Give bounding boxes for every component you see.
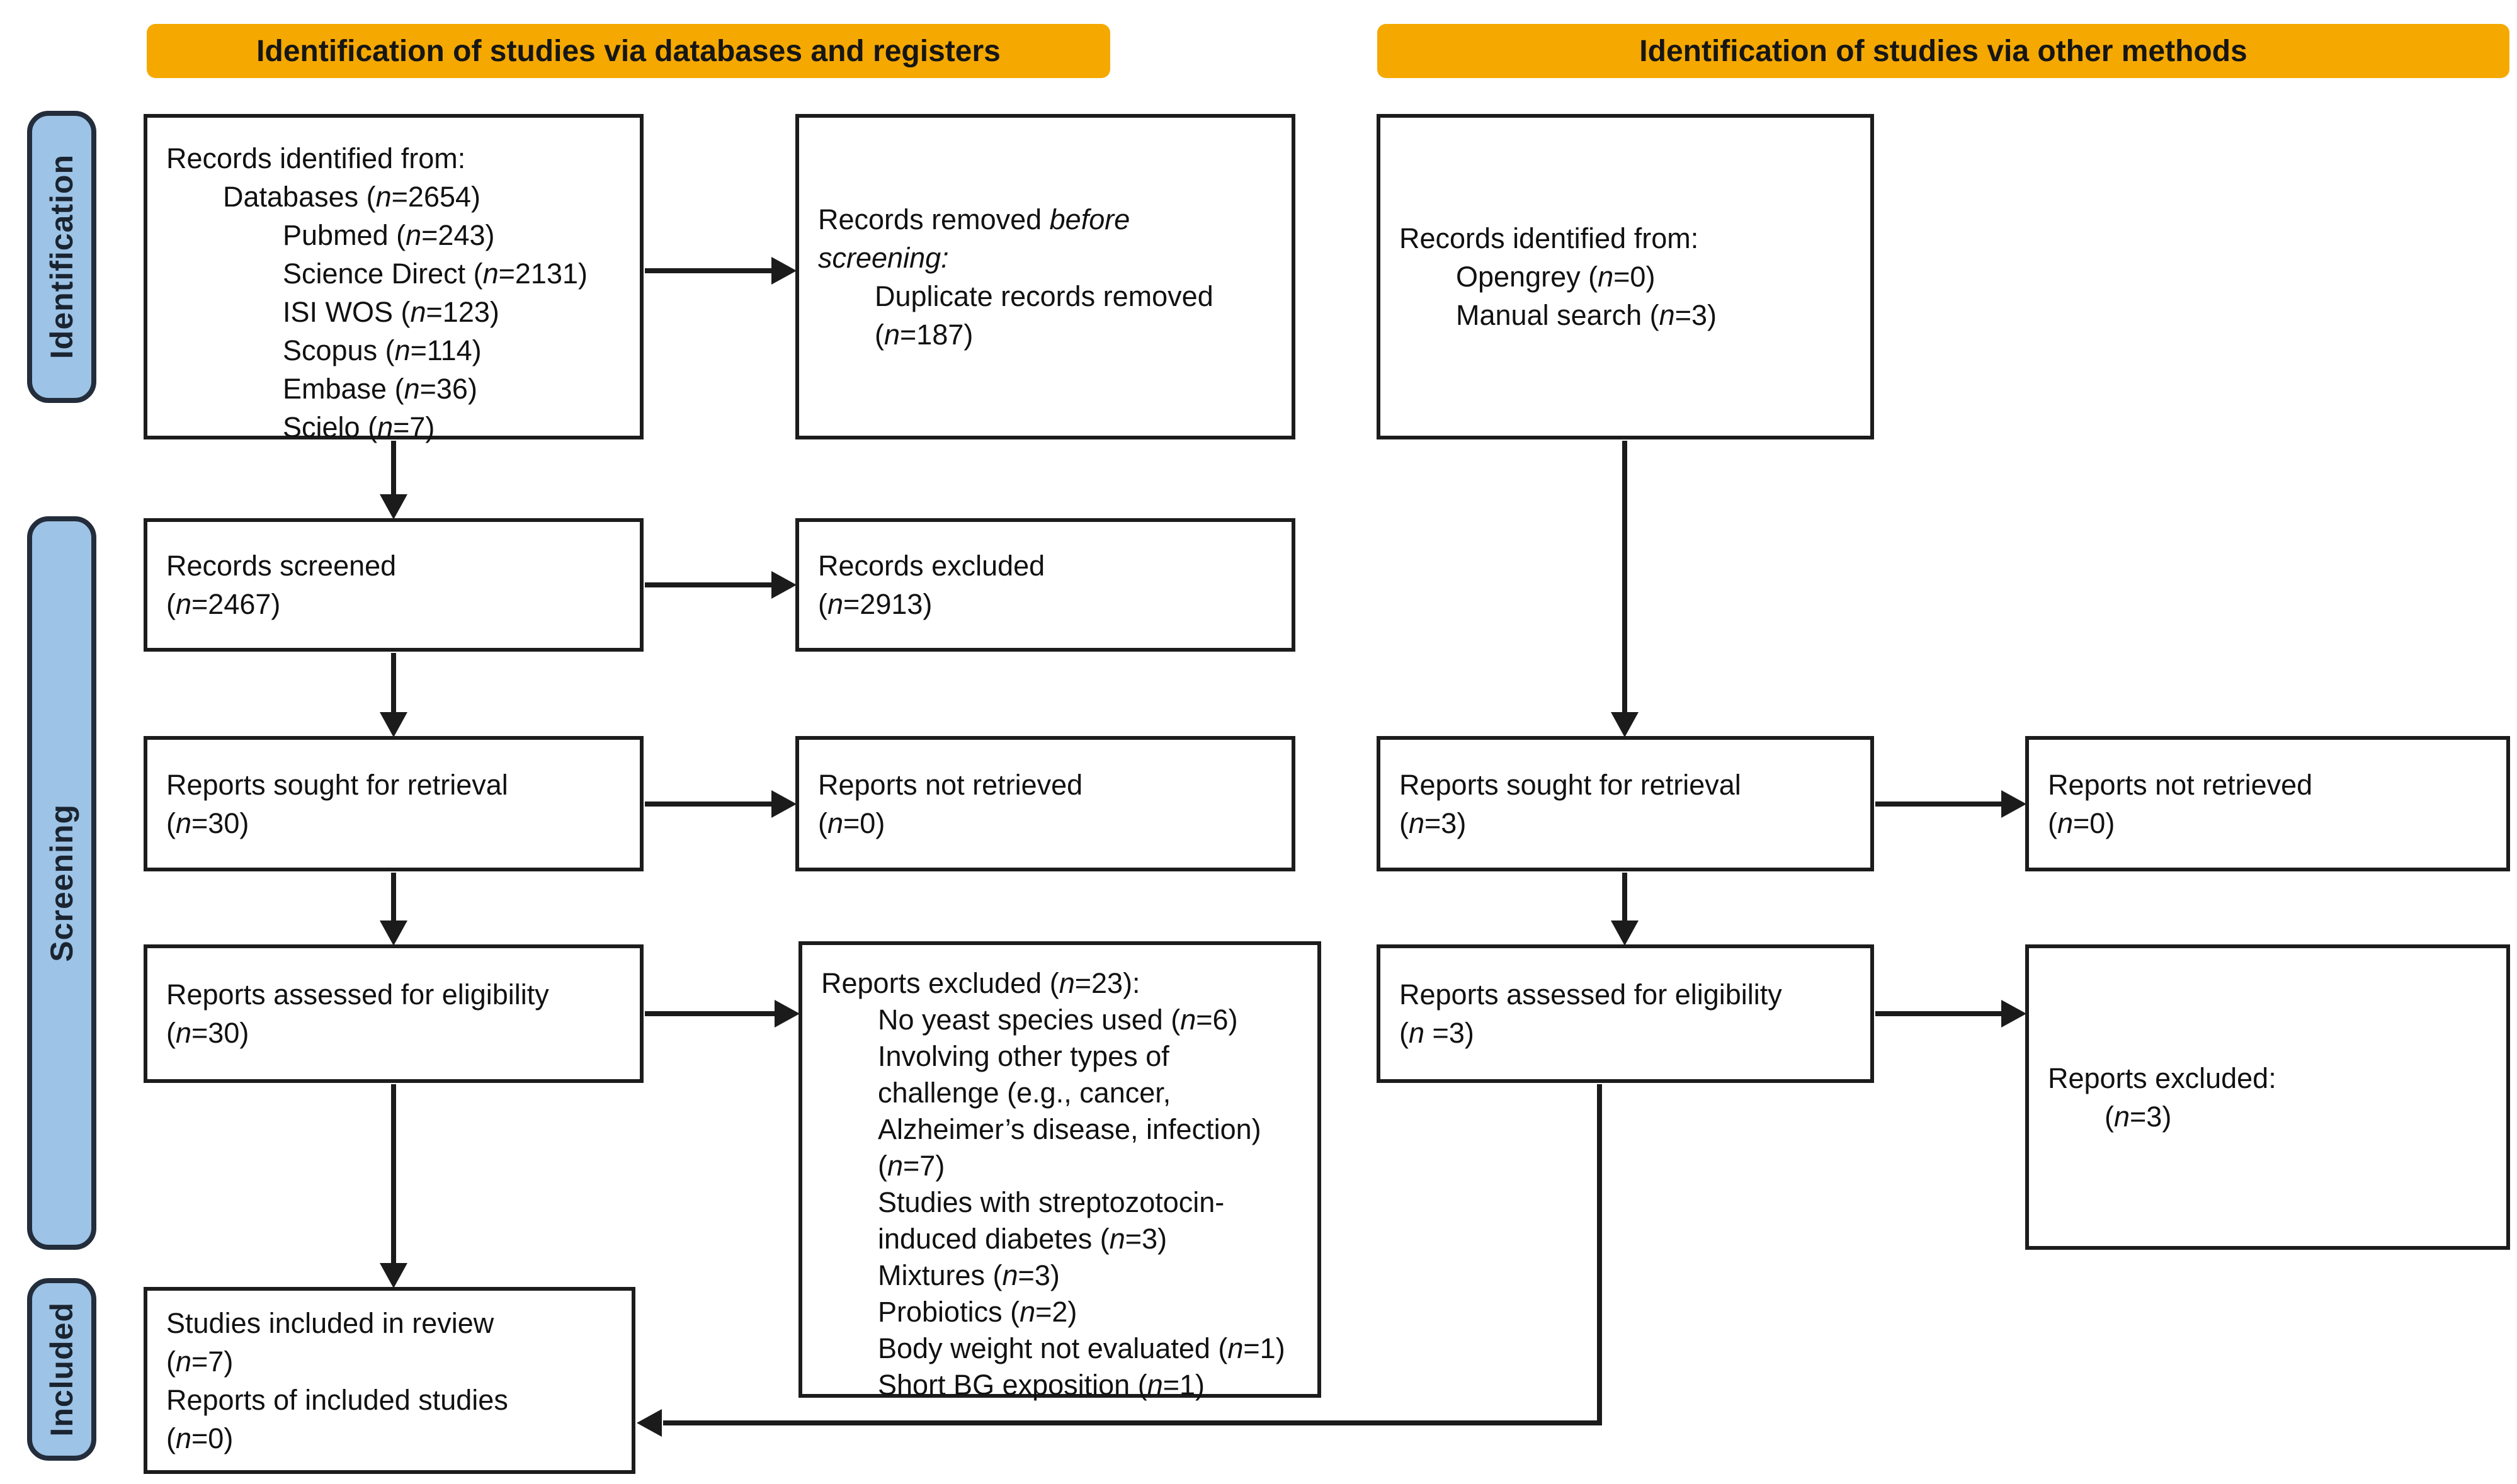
box-text-line: (n =3) xyxy=(1399,1017,1474,1049)
box-text-line: Reports not retrieved xyxy=(2048,768,2313,801)
arrowhead-other-sought-to-notretrieved xyxy=(2001,790,2026,818)
box-records-screened: Records screened (n=2467) xyxy=(144,518,644,652)
arrowhead-screened-to-excluded xyxy=(771,571,797,599)
arrowhead-identified-to-screened xyxy=(380,494,407,519)
box-text-line: (n=3) xyxy=(2105,1100,2172,1133)
box-text-line: (n=0) xyxy=(818,807,885,839)
box-text-line: (n=0) xyxy=(166,1422,234,1454)
box-records-removed-before-screening: Records removed before screening: Duplicat… xyxy=(795,114,1295,439)
arrowhead-other-assessed-to-included xyxy=(637,1409,662,1437)
box-text-line: Embase (n=36) xyxy=(283,373,477,405)
arrowhead-sought-to-assessed xyxy=(380,920,407,946)
box-text-line: Science Direct (n=2131) xyxy=(283,258,588,290)
box-text-line: Studies with streptozotocin- xyxy=(878,1186,1225,1218)
box-text-line: (n=187) xyxy=(875,318,974,351)
arrowhead-other-sought-to-assessed xyxy=(1611,920,1639,946)
banner-databases-registers-label: Identification of studies via databases … xyxy=(256,34,1001,68)
stage-included: Included xyxy=(27,1278,96,1461)
box-text-line: (n=7) xyxy=(878,1150,945,1182)
arrowhead-sought-to-notretrieved xyxy=(771,790,797,818)
box-text-line: Records removed before xyxy=(818,203,1130,235)
box-text-line: Reports excluded: xyxy=(2048,1062,2276,1094)
banner-databases-registers: Identification of studies via databases … xyxy=(147,24,1110,78)
arrowhead-screened-to-sought xyxy=(380,712,407,737)
stage-identification-label: Identification xyxy=(44,154,79,360)
box-text-line: Scielo (n=7) xyxy=(283,411,435,443)
box-text-line: Opengrey (n=0) xyxy=(1456,261,1656,293)
box-studies-included-in-review: Studies included in review (n=7) Reports o… xyxy=(144,1287,635,1474)
box-text-line: ISI WOS (n=123) xyxy=(283,296,499,328)
box-text-line: (n=30) xyxy=(166,807,249,839)
box-text-line: Scopus (n=114) xyxy=(283,334,482,366)
box-reports-sought-other: Reports sought for retrieval (n=3) xyxy=(1377,736,1874,871)
box-text-line: (n=3) xyxy=(1399,807,1467,839)
box-text-line: Mixtures (n=3) xyxy=(878,1259,1060,1291)
stage-screening-label: Screening xyxy=(44,804,79,962)
arrowhead-other-assessed-to-excluded xyxy=(2001,1000,2026,1028)
box-text-line: Reports sought for retrieval xyxy=(166,768,508,801)
box-text-line: screening: xyxy=(818,241,949,274)
box-text-line: (n=7) xyxy=(166,1345,234,1378)
stage-screening: Screening xyxy=(27,516,96,1250)
box-text-line: Reports not retrieved xyxy=(818,768,1083,801)
arrowhead-identified-to-removed xyxy=(771,257,797,285)
box-text-line: Records excluded xyxy=(818,550,1045,582)
box-text-line: Reports excluded (n=23): xyxy=(821,967,1140,999)
box-reports-excluded-other: Reports excluded: (n=3) xyxy=(2025,944,2510,1250)
box-text-line: Records identified from: xyxy=(1399,222,1699,254)
box-text-line: (n=2467) xyxy=(166,588,281,620)
box-text-line: Reports sought for retrieval xyxy=(1399,768,1741,801)
box-reports-not-retrieved-other: Reports not retrieved (n=0) xyxy=(2025,736,2510,871)
stage-identification: Identification xyxy=(27,111,96,403)
box-text-line: Records screened xyxy=(166,550,397,582)
box-reports-not-retrieved-databases: Reports not retrieved (n=0) xyxy=(795,736,1295,871)
box-text-line: challenge (e.g., cancer, xyxy=(878,1077,1171,1109)
box-text-line: Manual search (n=3) xyxy=(1456,299,1717,331)
box-text-line: Pubmed (n=243) xyxy=(283,219,495,251)
box-text-line: Studies included in review xyxy=(166,1306,494,1339)
box-reports-sought-databases: Reports sought for retrieval (n=30) xyxy=(144,736,644,871)
arrowhead-assessed-to-included xyxy=(380,1263,407,1288)
box-records-excluded: Records excluded (n=2913) xyxy=(795,518,1295,652)
box-text-line: Databases (n=2654) xyxy=(223,181,481,213)
box-reports-excluded-reasons: Reports excluded (n=23): No yeast species… xyxy=(798,941,1321,1401)
box-text-line: Reports of included studies xyxy=(166,1383,508,1416)
box-text-line: Reports assessed for eligibility xyxy=(166,978,549,1011)
box-records-identified-databases: Records identified from: Databases (n=265… xyxy=(144,114,644,443)
arrowhead-assessed-to-excludedreasons xyxy=(775,1000,800,1028)
arrowhead-other-identified-to-sought xyxy=(1611,712,1639,737)
box-text-line: Alzheimer’s disease, infection) xyxy=(878,1113,1261,1145)
box-text-line: (n=2913) xyxy=(818,588,933,620)
box-reports-assessed-other: Reports assessed for eligibility (n =3) xyxy=(1377,944,1874,1083)
box-text-line: Probiotics (n=2) xyxy=(878,1296,1077,1328)
banner-other-methods-label: Identification of studies via other meth… xyxy=(1639,34,2247,68)
box-text-line: induced diabetes (n=3) xyxy=(878,1223,1168,1255)
box-reports-assessed-databases: Reports assessed for eligibility (n=30) xyxy=(144,944,644,1083)
box-text-line: Reports assessed for eligibility xyxy=(1399,978,1782,1011)
box-text-line: No yeast species used (n=6) xyxy=(878,1004,1238,1036)
box-text-line: Records identified from: xyxy=(166,142,466,174)
stage-included-label: Included xyxy=(44,1302,79,1437)
box-text-line: (n=0) xyxy=(2048,807,2115,839)
box-text-line: Duplicate records removed xyxy=(875,280,1213,312)
box-text-line: Short BG exposition (n=1) xyxy=(878,1369,1205,1401)
box-text-line: Body weight not evaluated (n=1) xyxy=(878,1332,1285,1364)
box-text-line: Involving other types of xyxy=(878,1040,1169,1072)
banner-other-methods: Identification of studies via other meth… xyxy=(1377,24,2509,78)
box-text-line: (n=30) xyxy=(166,1017,249,1049)
box-records-identified-other-methods: Records identified from: Opengrey (n=0) Ma… xyxy=(1377,114,1874,439)
